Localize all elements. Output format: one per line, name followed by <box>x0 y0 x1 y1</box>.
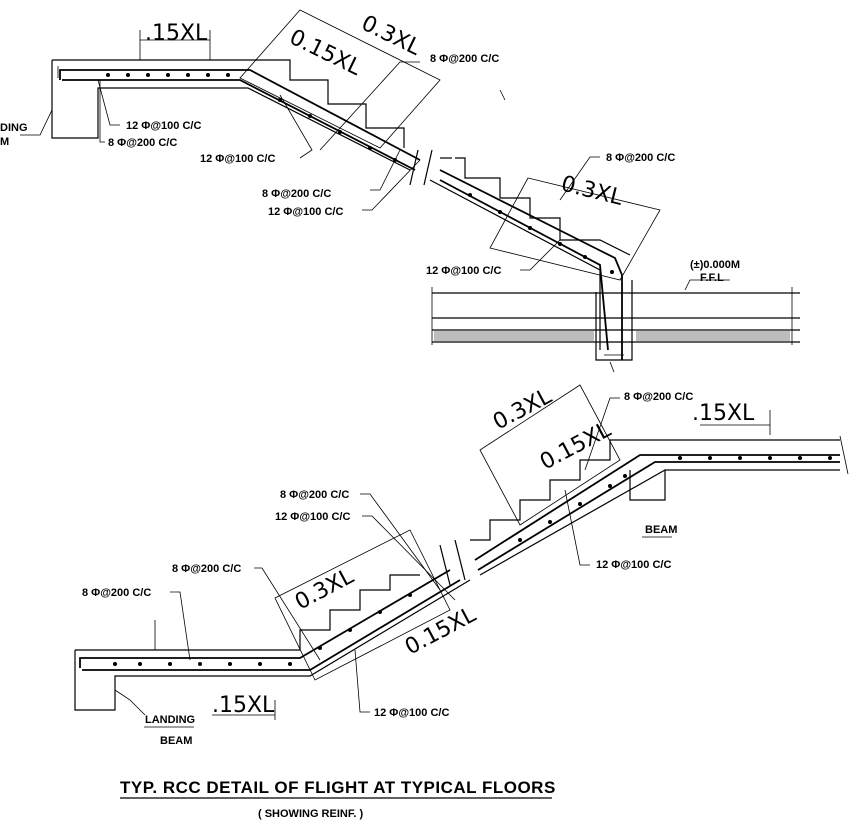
lower-dim-boxes <box>212 384 771 720</box>
upper-flight: .15XL 0.3XL 0.15XL 0.3XL 8 Φ@200 C/C 12 … <box>0 9 800 373</box>
lower-break <box>439 539 466 586</box>
upper-label-landing-dist: 8 Φ@200 C/C <box>108 137 177 149</box>
upper-bottom-bar <box>62 79 416 171</box>
upper-landing-dots <box>106 73 397 162</box>
lower-label-mid-main: 12 Φ@100 C/C <box>275 511 350 523</box>
lower-label-right-main: 12 Φ@100 C/C <box>596 559 671 571</box>
drawing-title: TYP. RCC DETAIL OF FLIGHT AT TYPICAL FLO… <box>120 778 556 797</box>
upper-dim-4: 0.3XL <box>559 172 626 212</box>
upper-landing-outline <box>51 60 411 171</box>
lower-top-beam <box>629 470 666 501</box>
upper-level-mark: (±)0.000M <box>690 259 740 271</box>
upper-label-mid-main: 12 Φ@100 C/C <box>268 206 343 218</box>
lower-landing-outline <box>74 579 471 711</box>
upper-bar-lower-bot <box>439 179 609 351</box>
lower-label-mid-dist: 8 Φ@200 C/C <box>280 489 349 501</box>
lower-dim-4: 0.3XL <box>489 384 556 436</box>
upper-level-sub: F.F.L <box>700 272 724 284</box>
lower-dim-5: 0.15XL <box>536 417 616 475</box>
lower-label-landing: LANDING <box>145 714 195 726</box>
lower-dim-3: 0.15XL <box>401 602 481 660</box>
lower-dim-top: .15XL <box>692 401 755 426</box>
upper-steps-lower <box>455 157 631 256</box>
lower-dim-bottom: .15XL <box>212 693 275 718</box>
upper-label-landing-main: 12 Φ@100 C/C <box>126 120 201 132</box>
lower-dim-2: 0.3XL <box>291 564 358 616</box>
lower-landing-dots <box>113 593 412 666</box>
upper-label-bottom-main: 12 Φ@100 C/C <box>426 265 501 277</box>
upper-label-mid-dist: 8 Φ@200 C/C <box>262 188 331 200</box>
upper-landing-top <box>52 59 405 148</box>
lower-leaders <box>114 397 620 716</box>
upper-floor-slab <box>431 287 800 345</box>
drawing-subtitle: ( SHOWING REINF. ) <box>258 808 363 820</box>
upper-break <box>409 149 452 186</box>
upper-dim-2: 0.3XL <box>357 11 425 61</box>
upper-label-waist-main: 12 Φ@100 C/C <box>200 153 275 165</box>
upper-dim-3: 0.15XL <box>285 25 365 81</box>
upper-landing-beam-line2: M <box>0 136 9 148</box>
upper-leaders <box>20 61 730 291</box>
lower-steps-upper <box>470 439 840 541</box>
upper-label-lower-dist: 8 Φ@200 C/C <box>606 152 675 164</box>
upper-top-bar <box>59 69 421 161</box>
upper-label-top-dist: 8 Φ@200 C/C <box>430 53 499 65</box>
upper-dim-box-1 <box>139 9 661 281</box>
upper-bar-lower-top <box>439 169 623 360</box>
lower-label-landing-beam: BEAM <box>160 735 192 747</box>
lower-label-beam: BEAM <box>645 524 677 536</box>
upper-landing-beam-line1: DING <box>0 122 28 134</box>
lower-bar-upper-top <box>474 454 840 561</box>
upper-floor-beam <box>595 280 633 361</box>
lower-label-lower-dist2: 8 Φ@200 C/C <box>82 587 151 599</box>
lower-flight: .15XL 0.3XL 0.15XL 0.3XL 0.15XL .15XL 8 … <box>74 384 849 747</box>
lower-bar-upper-bot <box>477 461 840 571</box>
lower-label-top-dist: 8 Φ@200 C/C <box>624 391 693 403</box>
lower-label-bottom-main: 12 Φ@100 C/C <box>374 707 449 719</box>
upper-lower-dots <box>468 193 614 274</box>
lower-landing-top <box>75 574 420 651</box>
upper-dim-1: .15XL <box>145 21 208 46</box>
lower-upper-dots <box>518 456 832 542</box>
lower-label-lower-dist1: 8 Φ@200 C/C <box>172 563 241 575</box>
